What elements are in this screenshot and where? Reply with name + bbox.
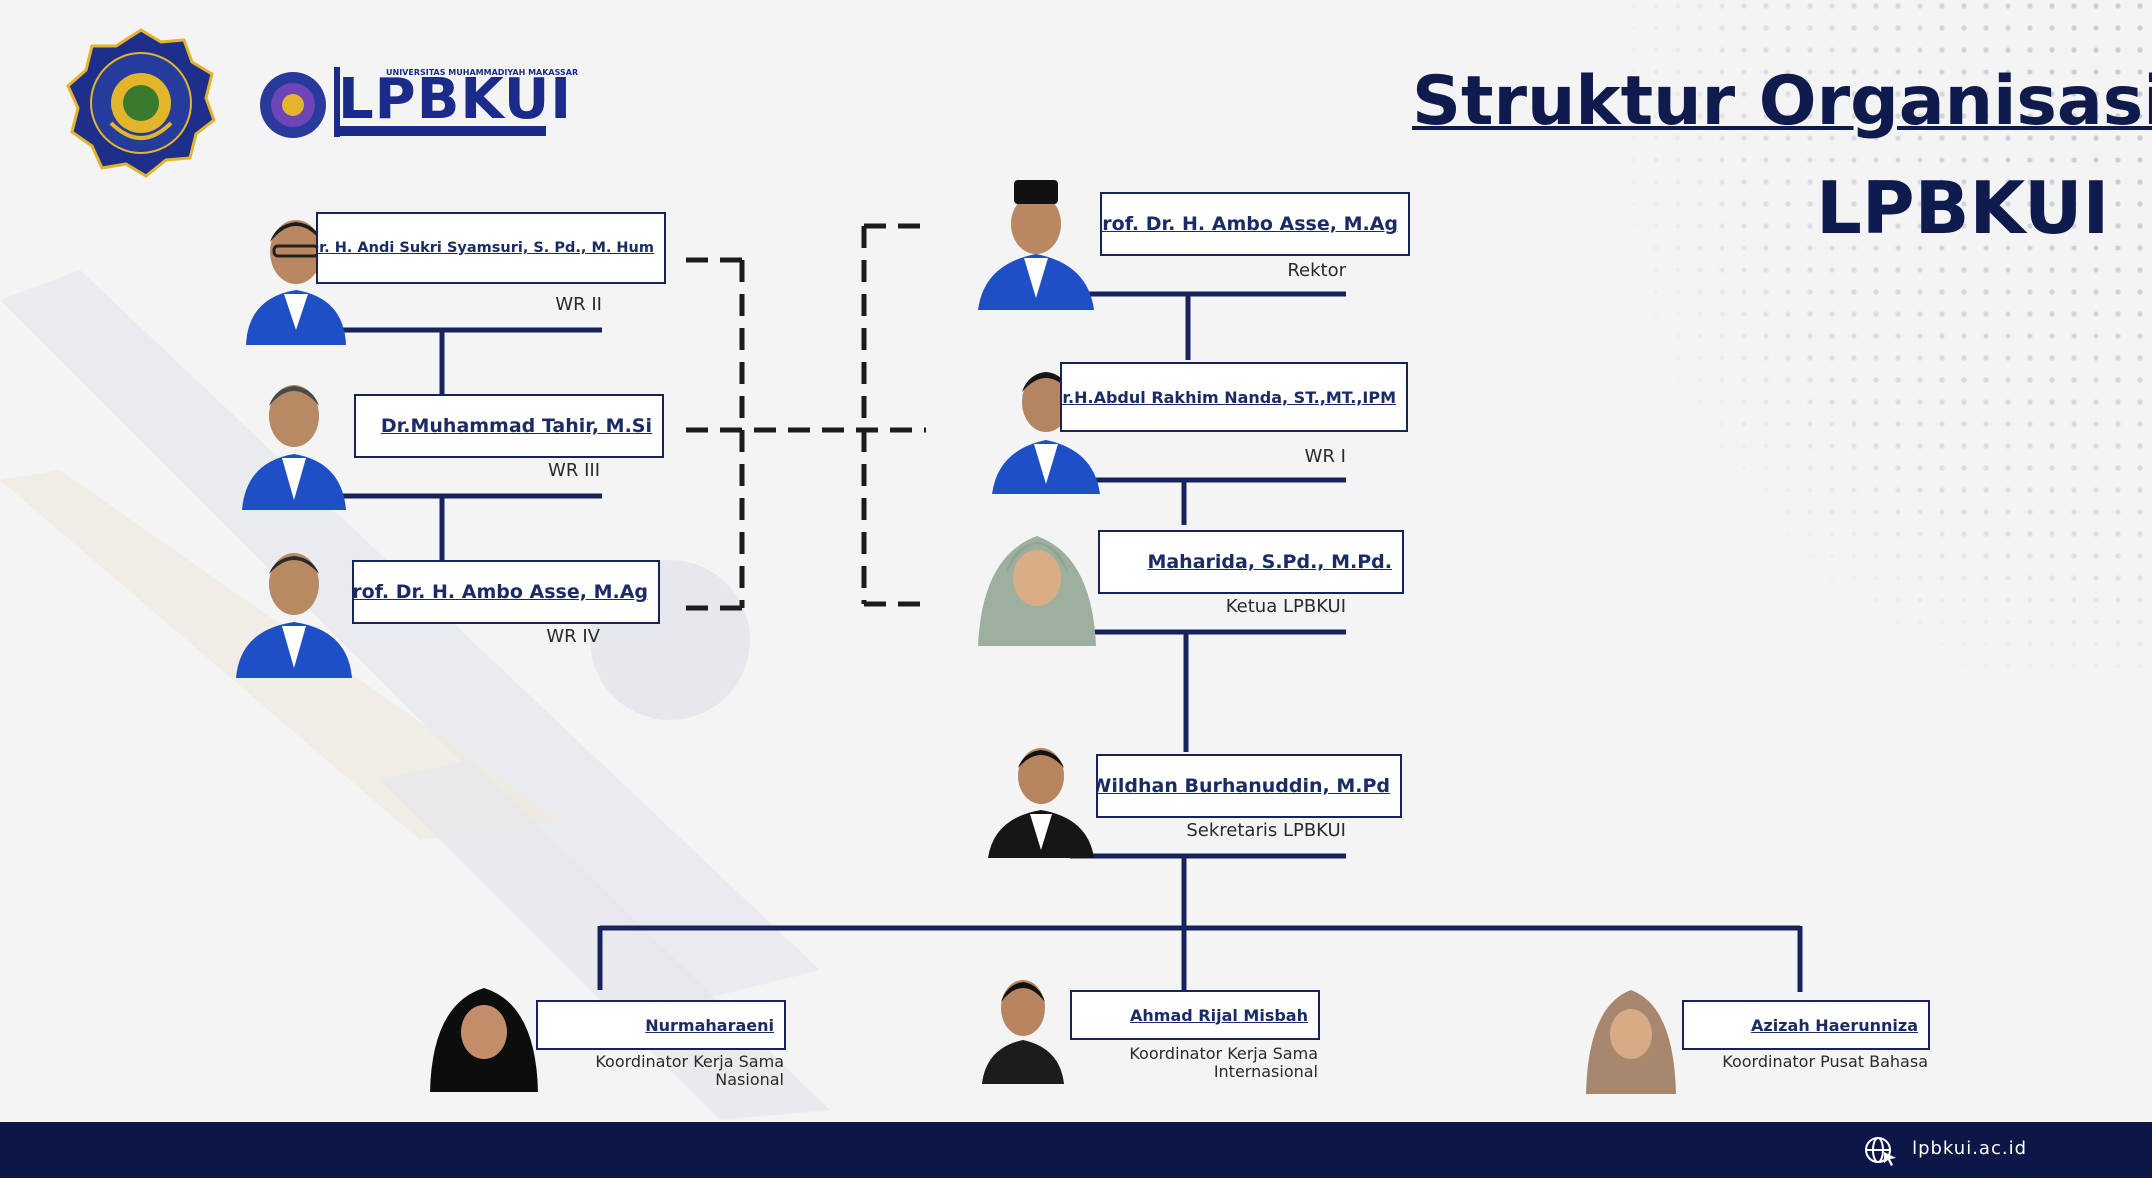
name-box-ketua: Maharida, S.Pd., M.Pd.: [1098, 530, 1404, 594]
name-box-wr4: Prof. Dr. H. Ambo Asse, M.Ag: [352, 560, 660, 624]
role-wr4: WR IV: [546, 626, 600, 647]
name-box-wr1: Dr.Ir.H.Abdul Rakhim Nanda, ST.,MT.,IPM: [1060, 362, 1408, 432]
university-logo: [66, 28, 216, 178]
role-nurmaharaeni-2: Nasional: [715, 1070, 784, 1089]
photo-wr1: [990, 362, 1102, 494]
photo-azizah: [1584, 980, 1678, 1094]
name-box-sekretaris: Wildhan Burhanuddin, M.Pd: [1096, 754, 1402, 818]
name-box-rektor: Prof. Dr. H. Ambo Asse, M.Ag: [1100, 192, 1410, 256]
logo-divider: [334, 67, 340, 137]
name-box-wr2: Prof. Dr. H. Andi Sukri Syamsuri, S. Pd.…: [316, 212, 666, 284]
footer-url[interactable]: lpbkui.ac.id: [1912, 1138, 2027, 1159]
photo-nurmaharaeni: [428, 978, 540, 1092]
photo-rektor: [976, 172, 1096, 310]
name-box-wr3: Dr.Muhammad Tahir, M.Si: [354, 394, 664, 458]
role-rektor: Rektor: [1287, 260, 1346, 281]
photo-ketua: [976, 516, 1098, 646]
page-subtitle: LPBKUI: [1816, 166, 2110, 250]
lpbkui-logo-emblem: [260, 72, 326, 138]
logo-caption: UNIVERSITAS MUHAMMADIYAH MAKASSAR: [386, 68, 579, 77]
role-wr1: WR I: [1304, 446, 1346, 467]
page-title: Struktur Organisasi: [1412, 62, 2152, 141]
name-box-nurmaharaeni: Nurmaharaeni: [536, 1000, 786, 1050]
role-ketua: Ketua LPBKUI: [1225, 596, 1346, 617]
role-wr2: WR II: [555, 294, 602, 315]
role-sekretaris: Sekretaris LPBKUI: [1186, 820, 1346, 841]
name-box-azizah: Azizah Haerunniza: [1682, 1000, 1930, 1050]
dot-pattern: [1550, 0, 2152, 680]
footer-bar: [0, 1122, 2152, 1178]
photo-wr3: [238, 376, 350, 510]
photo-wr2: [236, 210, 356, 345]
role-ahmad-rijal-1: Koordinator Kerja Sama: [1129, 1044, 1318, 1063]
role-azizah: Koordinator Pusat Bahasa: [1722, 1052, 1928, 1071]
photo-wr4: [232, 544, 356, 678]
globe-cursor-icon: [1865, 1137, 1896, 1166]
name-box-ahmad-rijal: Ahmad Rijal Misbah: [1070, 990, 1320, 1040]
diagonal-band: [0, 270, 820, 1000]
role-nurmaharaeni-1: Koordinator Kerja Sama: [595, 1052, 784, 1071]
photo-ahmad-rijal: [980, 972, 1066, 1084]
logo-underbar: [338, 126, 546, 136]
logo-wordmark: LPBKUI: [338, 67, 573, 132]
role-ahmad-rijal-2: Internasional: [1213, 1062, 1318, 1081]
photo-sekretaris: [986, 740, 1096, 858]
role-wr3: WR III: [548, 460, 600, 481]
